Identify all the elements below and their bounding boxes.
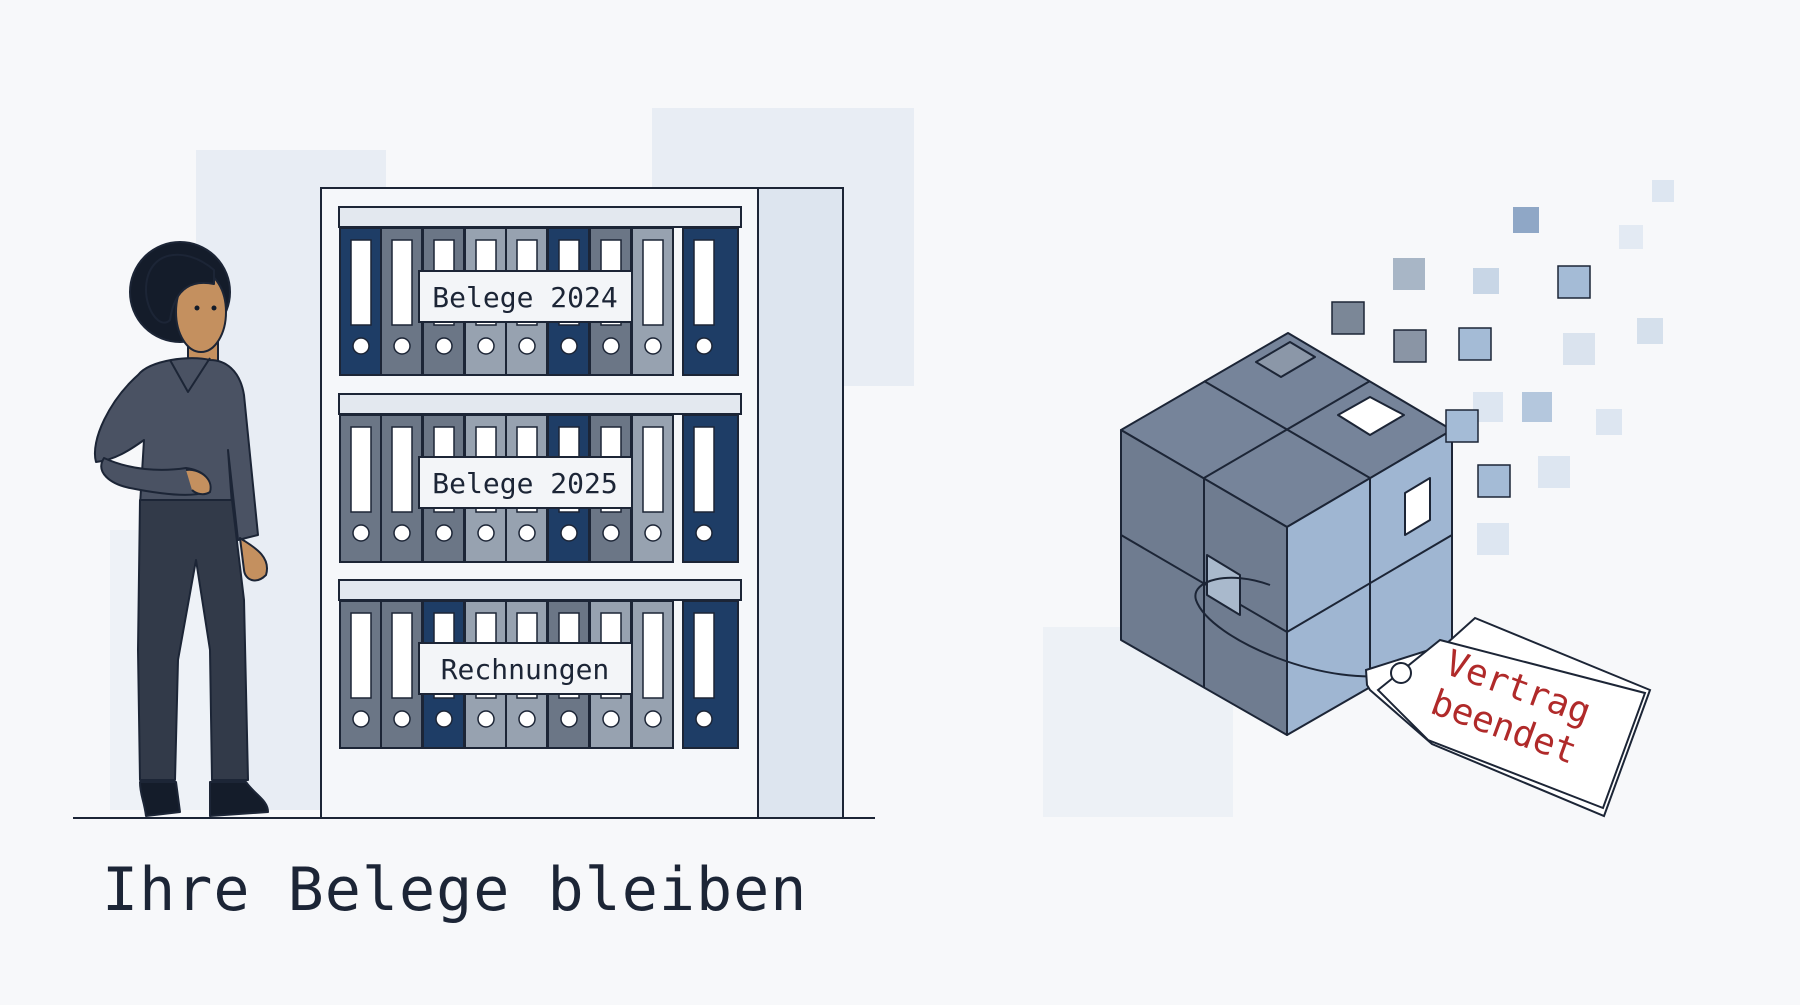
pixel-particle: [1393, 329, 1427, 363]
svg-text:Rechnungen: Rechnungen: [441, 653, 610, 686]
pixel-particle: [1563, 333, 1595, 365]
pixel-particle: [1538, 456, 1570, 488]
pixel-particle: [1393, 258, 1425, 290]
pixel-particles: [1331, 180, 1674, 555]
pixel-particle: [1522, 392, 1552, 422]
pixel-particle: [1445, 409, 1479, 443]
pixel-particle: [1557, 265, 1591, 299]
binder-icon: [380, 600, 423, 749]
pixel-particle: [1637, 318, 1663, 344]
pixel-particle: [1458, 327, 1492, 361]
binder-icon: [380, 414, 423, 563]
binder-icon: [380, 227, 423, 376]
pixel-particle: [1473, 268, 1499, 294]
binder-icon: [339, 600, 382, 749]
binder-icon: [682, 227, 739, 376]
binder-icon: [339, 414, 382, 563]
caption-title: Ihre Belege bleiben: [102, 855, 808, 925]
shelf-label-2024: Belege 2024: [418, 270, 633, 323]
binder-icon: [682, 600, 739, 749]
pixel-particle: [1652, 180, 1674, 202]
binder-icon: [631, 414, 674, 563]
binder-icon: [631, 600, 674, 749]
binder-icon: [339, 227, 382, 376]
svg-text:Belege 2025: Belege 2025: [432, 467, 617, 500]
shelf-cabinet: Belege 2024 Belege 2025 Rechnungen: [320, 187, 844, 819]
binder-icon: [682, 414, 739, 563]
shelf-label-rechnungen: Rechnungen: [418, 642, 633, 695]
pixel-particle: [1331, 301, 1365, 335]
person-figure: [93, 241, 269, 817]
pixel-particle: [1619, 225, 1643, 249]
pixel-particle: [1477, 523, 1509, 555]
svg-text:Belege 2024: Belege 2024: [432, 281, 617, 314]
pixel-particle: [1513, 207, 1539, 233]
binder-icon: [631, 227, 674, 376]
shelf-label-2025: Belege 2025: [418, 456, 633, 509]
pixel-particle: [1477, 464, 1511, 498]
pixel-particle: [1596, 409, 1622, 435]
price-tag-icon: Vertrag beendet: [1194, 576, 1652, 818]
